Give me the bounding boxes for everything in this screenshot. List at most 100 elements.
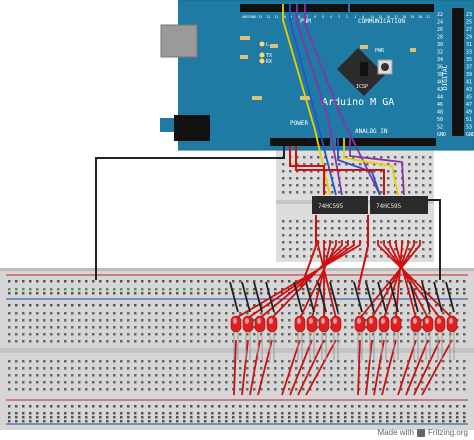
ground-wire [353, 281, 363, 313]
board-name-label: Arduino M GA [322, 97, 394, 108]
pin-label: 41 [466, 80, 472, 86]
ground-wire [421, 281, 431, 313]
pin-label: 39 [466, 72, 472, 78]
digital-label: DIGITAL [442, 64, 449, 90]
red-led [266, 315, 278, 333]
pin-label: 28 [437, 35, 443, 41]
led-highlight [269, 318, 273, 324]
pin-label: GND [250, 15, 256, 19]
pin-label: 48 [437, 110, 443, 116]
led-highlight [257, 318, 261, 324]
led-highlight [357, 318, 361, 324]
led-data-wires [233, 240, 453, 396]
resistor-wire [305, 339, 337, 396]
resistor-wire [289, 339, 313, 396]
resistor-wire [281, 339, 301, 396]
pin-label: 0 [362, 15, 364, 19]
pin-label: 14 [370, 15, 374, 19]
red-led [422, 315, 434, 333]
red-led [366, 315, 378, 333]
pin-label: 37 [466, 65, 472, 71]
led-highlight [321, 318, 325, 324]
data-wire [383, 240, 441, 319]
ground-wire [293, 281, 303, 313]
data-wire [317, 240, 337, 319]
power-wires [95, 146, 441, 291]
led-highlight [297, 318, 301, 324]
ground-wire [305, 281, 315, 313]
fritzing-brand: Fritzing.org [427, 428, 468, 437]
pin-label: 43 [466, 87, 472, 93]
data-wire [359, 240, 421, 319]
pin-label: 31 [466, 42, 472, 48]
ground-wire [377, 281, 387, 313]
chip-label-1: 74HC595 [318, 203, 344, 210]
ground-wire [253, 281, 263, 313]
ground-wire [241, 281, 251, 313]
ground-wire [317, 281, 327, 313]
led-tx-label: TX [266, 53, 272, 59]
resistor-wire [357, 339, 361, 396]
resistor-wire [405, 339, 429, 396]
pin-label: 5 [322, 15, 324, 19]
led-highlight [369, 318, 373, 324]
red-led [354, 315, 366, 333]
resistor-wire [233, 339, 237, 396]
pin-label: 20 [418, 15, 422, 19]
data-wire [311, 240, 331, 319]
led-highlight [245, 318, 249, 324]
pin-label: 26 [437, 27, 443, 33]
pin-label: GND [466, 132, 474, 138]
pin-label: 30 [437, 42, 443, 48]
pin-label: 32 [437, 50, 443, 56]
analog-in-label: ANALOG IN [355, 128, 388, 135]
led-highlight [381, 318, 385, 324]
pin-label: AREF [242, 15, 250, 19]
pin-label: 23 [466, 12, 472, 18]
pin-label: 25 [466, 20, 472, 26]
shift-register-2: 74HC595 [370, 196, 428, 214]
resistor-wire [397, 339, 417, 396]
data-wire [371, 240, 415, 319]
data-wire [259, 240, 349, 319]
pin-label: 27 [466, 27, 472, 33]
led-highlight [333, 318, 337, 324]
pin-label: 10 [282, 15, 286, 19]
red-led [410, 315, 422, 333]
communication-label: COMMUNICATION [358, 18, 405, 25]
pin-label: 3 [338, 15, 340, 19]
resistor-wire [421, 339, 453, 396]
led-rx-label: RX [266, 59, 272, 65]
red-led [318, 315, 330, 333]
data-wire [235, 240, 361, 319]
red-led [294, 315, 306, 333]
pin-label: 29 [466, 35, 472, 41]
signal-wires [282, 4, 405, 196]
ground-wire [445, 281, 455, 313]
red-led [390, 315, 402, 333]
red-led [330, 315, 342, 333]
shift-register-1: 74HC595 [312, 196, 368, 214]
led-highlight [309, 318, 313, 324]
power-label: POWER [290, 120, 308, 127]
pin-label: 50 [437, 117, 443, 123]
ground-wires [229, 281, 455, 313]
data-wire [299, 240, 337, 319]
pin-label: 51 [466, 117, 472, 123]
pin-label: 44 [437, 95, 443, 101]
usb-connector [160, 24, 198, 58]
main-breadboard [0, 268, 474, 430]
ground-wire [409, 281, 419, 313]
made-with-label: Made with [377, 428, 414, 437]
ground-wire [265, 281, 275, 313]
pin-label: 35 [466, 57, 472, 63]
led-highlight [393, 318, 397, 324]
pin-label: 40 [437, 80, 443, 86]
fritzing-credit: Made with Fritzing.org [378, 428, 468, 437]
led-highlight [413, 318, 417, 324]
pin-label: 38 [437, 72, 443, 78]
pin-label: 6 [314, 15, 316, 19]
ground-wire [365, 281, 375, 313]
red-led [254, 315, 266, 333]
